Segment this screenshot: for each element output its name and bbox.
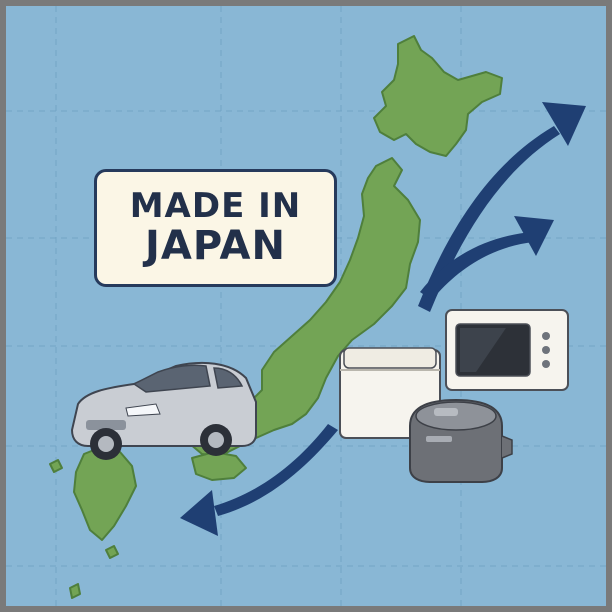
- hokkaido-island: [373, 35, 503, 157]
- rice-cooker-icon: [409, 398, 513, 483]
- badge-line-2: JAPAN: [145, 222, 286, 269]
- microwave-icon: [445, 309, 569, 391]
- small-island: [105, 545, 119, 559]
- shikoku-island: [191, 451, 247, 481]
- made-in-japan-badge: MADE IN JAPAN: [94, 169, 337, 287]
- small-island: [69, 583, 81, 599]
- map-scene: [6, 6, 606, 606]
- kyushu-island: [73, 445, 137, 541]
- small-island: [49, 459, 63, 473]
- japan-map: [49, 35, 503, 599]
- arrow-icon: [180, 424, 338, 536]
- badge-line-1: MADE IN: [129, 186, 302, 227]
- car-icon: [70, 361, 257, 460]
- export-arrows: [180, 102, 586, 536]
- arrow-icon: [420, 216, 554, 300]
